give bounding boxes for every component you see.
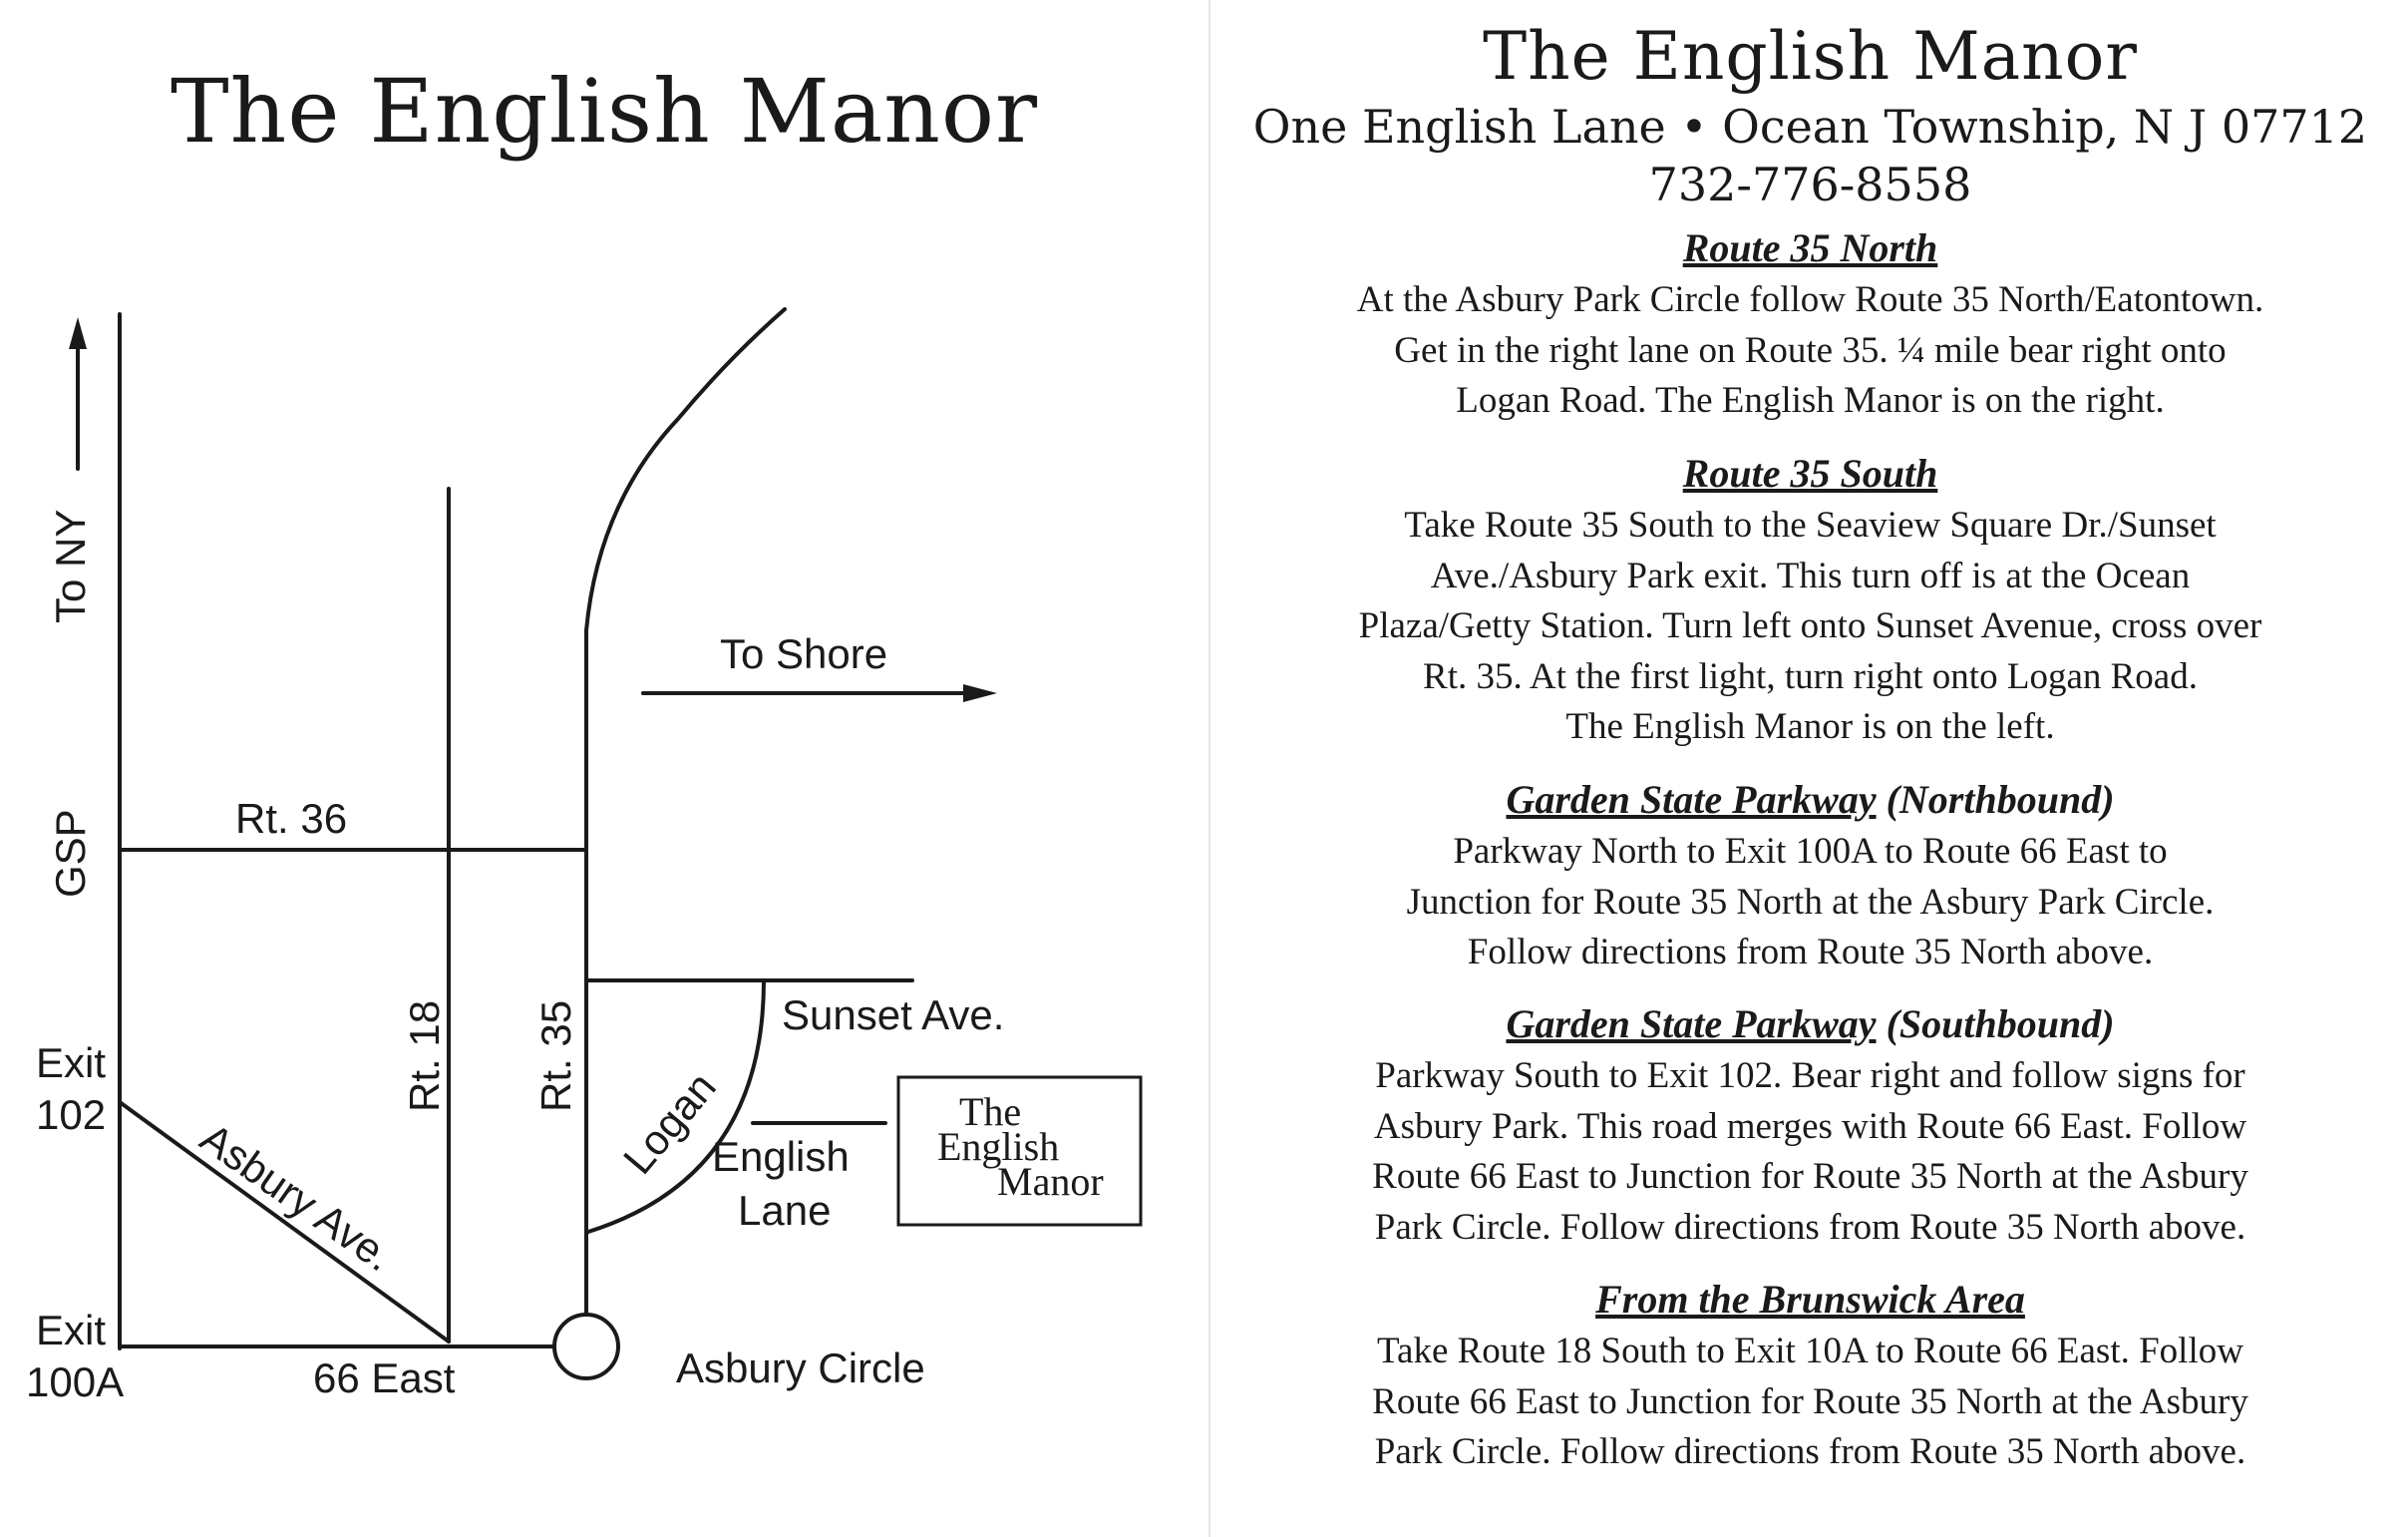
logo-line-1: The <box>959 1089 1021 1134</box>
section-gsp-northbound: Garden State Parkway (Northbound) Parkwa… <box>1250 773 2370 978</box>
to-ny-label: To NY <box>47 510 94 623</box>
heading-rest: (Northbound) <box>1876 777 2115 822</box>
exit-100a-label-line2: 100A <box>26 1358 124 1405</box>
exit-102-label-line1: Exit <box>36 1039 106 1086</box>
english-lane-label-line1: English <box>712 1133 850 1180</box>
exit-100a-label-line1: Exit <box>36 1307 106 1353</box>
gsp-label: GSP <box>47 809 94 898</box>
asbury-circle-label: Asbury Circle <box>676 1345 925 1391</box>
rt18-label: Rt. 18 <box>401 1000 448 1112</box>
map-card: The English Manor <box>26 60 1143 1405</box>
sunset-ave-label: Sunset Ave. <box>782 991 1004 1038</box>
route-66-label: 66 East <box>313 1354 456 1401</box>
section-brunswick-area: From the Brunswick Area Take Route 18 So… <box>1250 1273 2370 1478</box>
heading-underlined: Route 35 North <box>1682 225 1938 270</box>
direction-line: Plaza/Getty Station. Turn left onto Suns… <box>1358 605 2262 646</box>
section-heading: Garden State Parkway (Southbound) <box>1250 997 2370 1051</box>
direction-line: Ave./Asbury Park exit. This turn off is … <box>1430 555 2191 596</box>
map-title: The English Manor <box>170 60 1039 163</box>
direction-line: Park Circle. Follow directions from Rout… <box>1374 1431 2246 1472</box>
heading-rest: (Southbound) <box>1876 1001 2115 1046</box>
section-heading: Garden State Parkway (Northbound) <box>1250 773 2370 827</box>
to-ny-arrowhead <box>69 317 87 349</box>
direction-line: Parkway South to Exit 102. Bear right an… <box>1375 1055 2245 1096</box>
asbury-ave-label: Asbury Ave. <box>192 1114 402 1281</box>
asbury-circle-marker <box>552 1313 620 1380</box>
direction-line: Junction for Route 35 North at the Asbur… <box>1406 881 2215 923</box>
heading-underlined: Route 35 South <box>1682 451 1938 496</box>
section-heading: From the Brunswick Area <box>1250 1273 2370 1327</box>
directions-title: The English Manor <box>1483 18 2138 95</box>
heading-underlined: Garden State Parkway <box>1506 777 1877 822</box>
direction-line: Logan Road. The English Manor is on the … <box>1456 380 2165 421</box>
direction-line: Get in the right lane on Route 35. ¼ mil… <box>1394 329 2227 371</box>
rt35-label: Rt. 35 <box>532 1000 579 1112</box>
heading-underlined: From the Brunswick Area <box>1595 1277 2025 1322</box>
direction-line: The English Manor is on the left. <box>1565 706 2055 747</box>
section-heading: Route 35 South <box>1250 447 2370 501</box>
exit-102-label-line2: 102 <box>36 1091 106 1138</box>
logo-line-3: Manor <box>997 1159 1104 1204</box>
english-lane-label-line2: Lane <box>738 1187 831 1234</box>
direction-line: Asbury Park. This road merges with Route… <box>1373 1105 2247 1147</box>
direction-line: Follow directions from Route 35 North ab… <box>1467 932 2154 972</box>
rt36-label: Rt. 36 <box>235 795 347 842</box>
directions-card: The English Manor One English Lane • Oce… <box>1208 0 2408 1537</box>
logo-line-2: English <box>937 1124 1059 1169</box>
direction-line: Park Circle. Follow directions from Rout… <box>1374 1206 2246 1248</box>
rt35-road <box>584 307 787 1317</box>
logan-label: Logan <box>614 1063 725 1183</box>
direction-line: Take Route 18 South to Exit 10A to Route… <box>1377 1331 2243 1371</box>
direction-line: Route 66 East to Junction for Route 35 N… <box>1372 1156 2248 1197</box>
direction-line: Take Route 35 South to the Seaview Squar… <box>1404 505 2217 546</box>
direction-line: At the Asbury Park Circle follow Route 3… <box>1356 279 2264 320</box>
direction-line: Rt. 35. At the first light, turn right o… <box>1423 655 2198 697</box>
address: One English Lane • Ocean Township, N J 0… <box>1252 100 2368 154</box>
phone-number: 732-776-8558 <box>1648 158 1972 211</box>
direction-line: Route 66 East to Junction for Route 35 N… <box>1372 1380 2248 1422</box>
section-route-35-south: Route 35 South Take Route 35 South to th… <box>1250 447 2370 753</box>
logan-road <box>586 980 766 1234</box>
route-map: To NY GSP Exit 102 Exit 100A Rt. 36 Rt. … <box>26 307 1143 1405</box>
asbury-ave-road <box>118 1100 451 1344</box>
to-shore-label: To Shore <box>720 630 887 677</box>
section-gsp-southbound: Garden State Parkway (Southbound) Parkwa… <box>1250 997 2370 1253</box>
section-heading: Route 35 North <box>1250 221 2370 275</box>
english-manor-logo-box <box>896 1075 1143 1227</box>
section-route-35-north: Route 35 North At the Asbury Park Circle… <box>1250 221 2370 427</box>
heading-underlined: Garden State Parkway <box>1506 1001 1877 1046</box>
direction-line: Parkway North to Exit 100A to Route 66 E… <box>1453 831 2168 872</box>
to-shore-arrowhead <box>963 684 997 702</box>
